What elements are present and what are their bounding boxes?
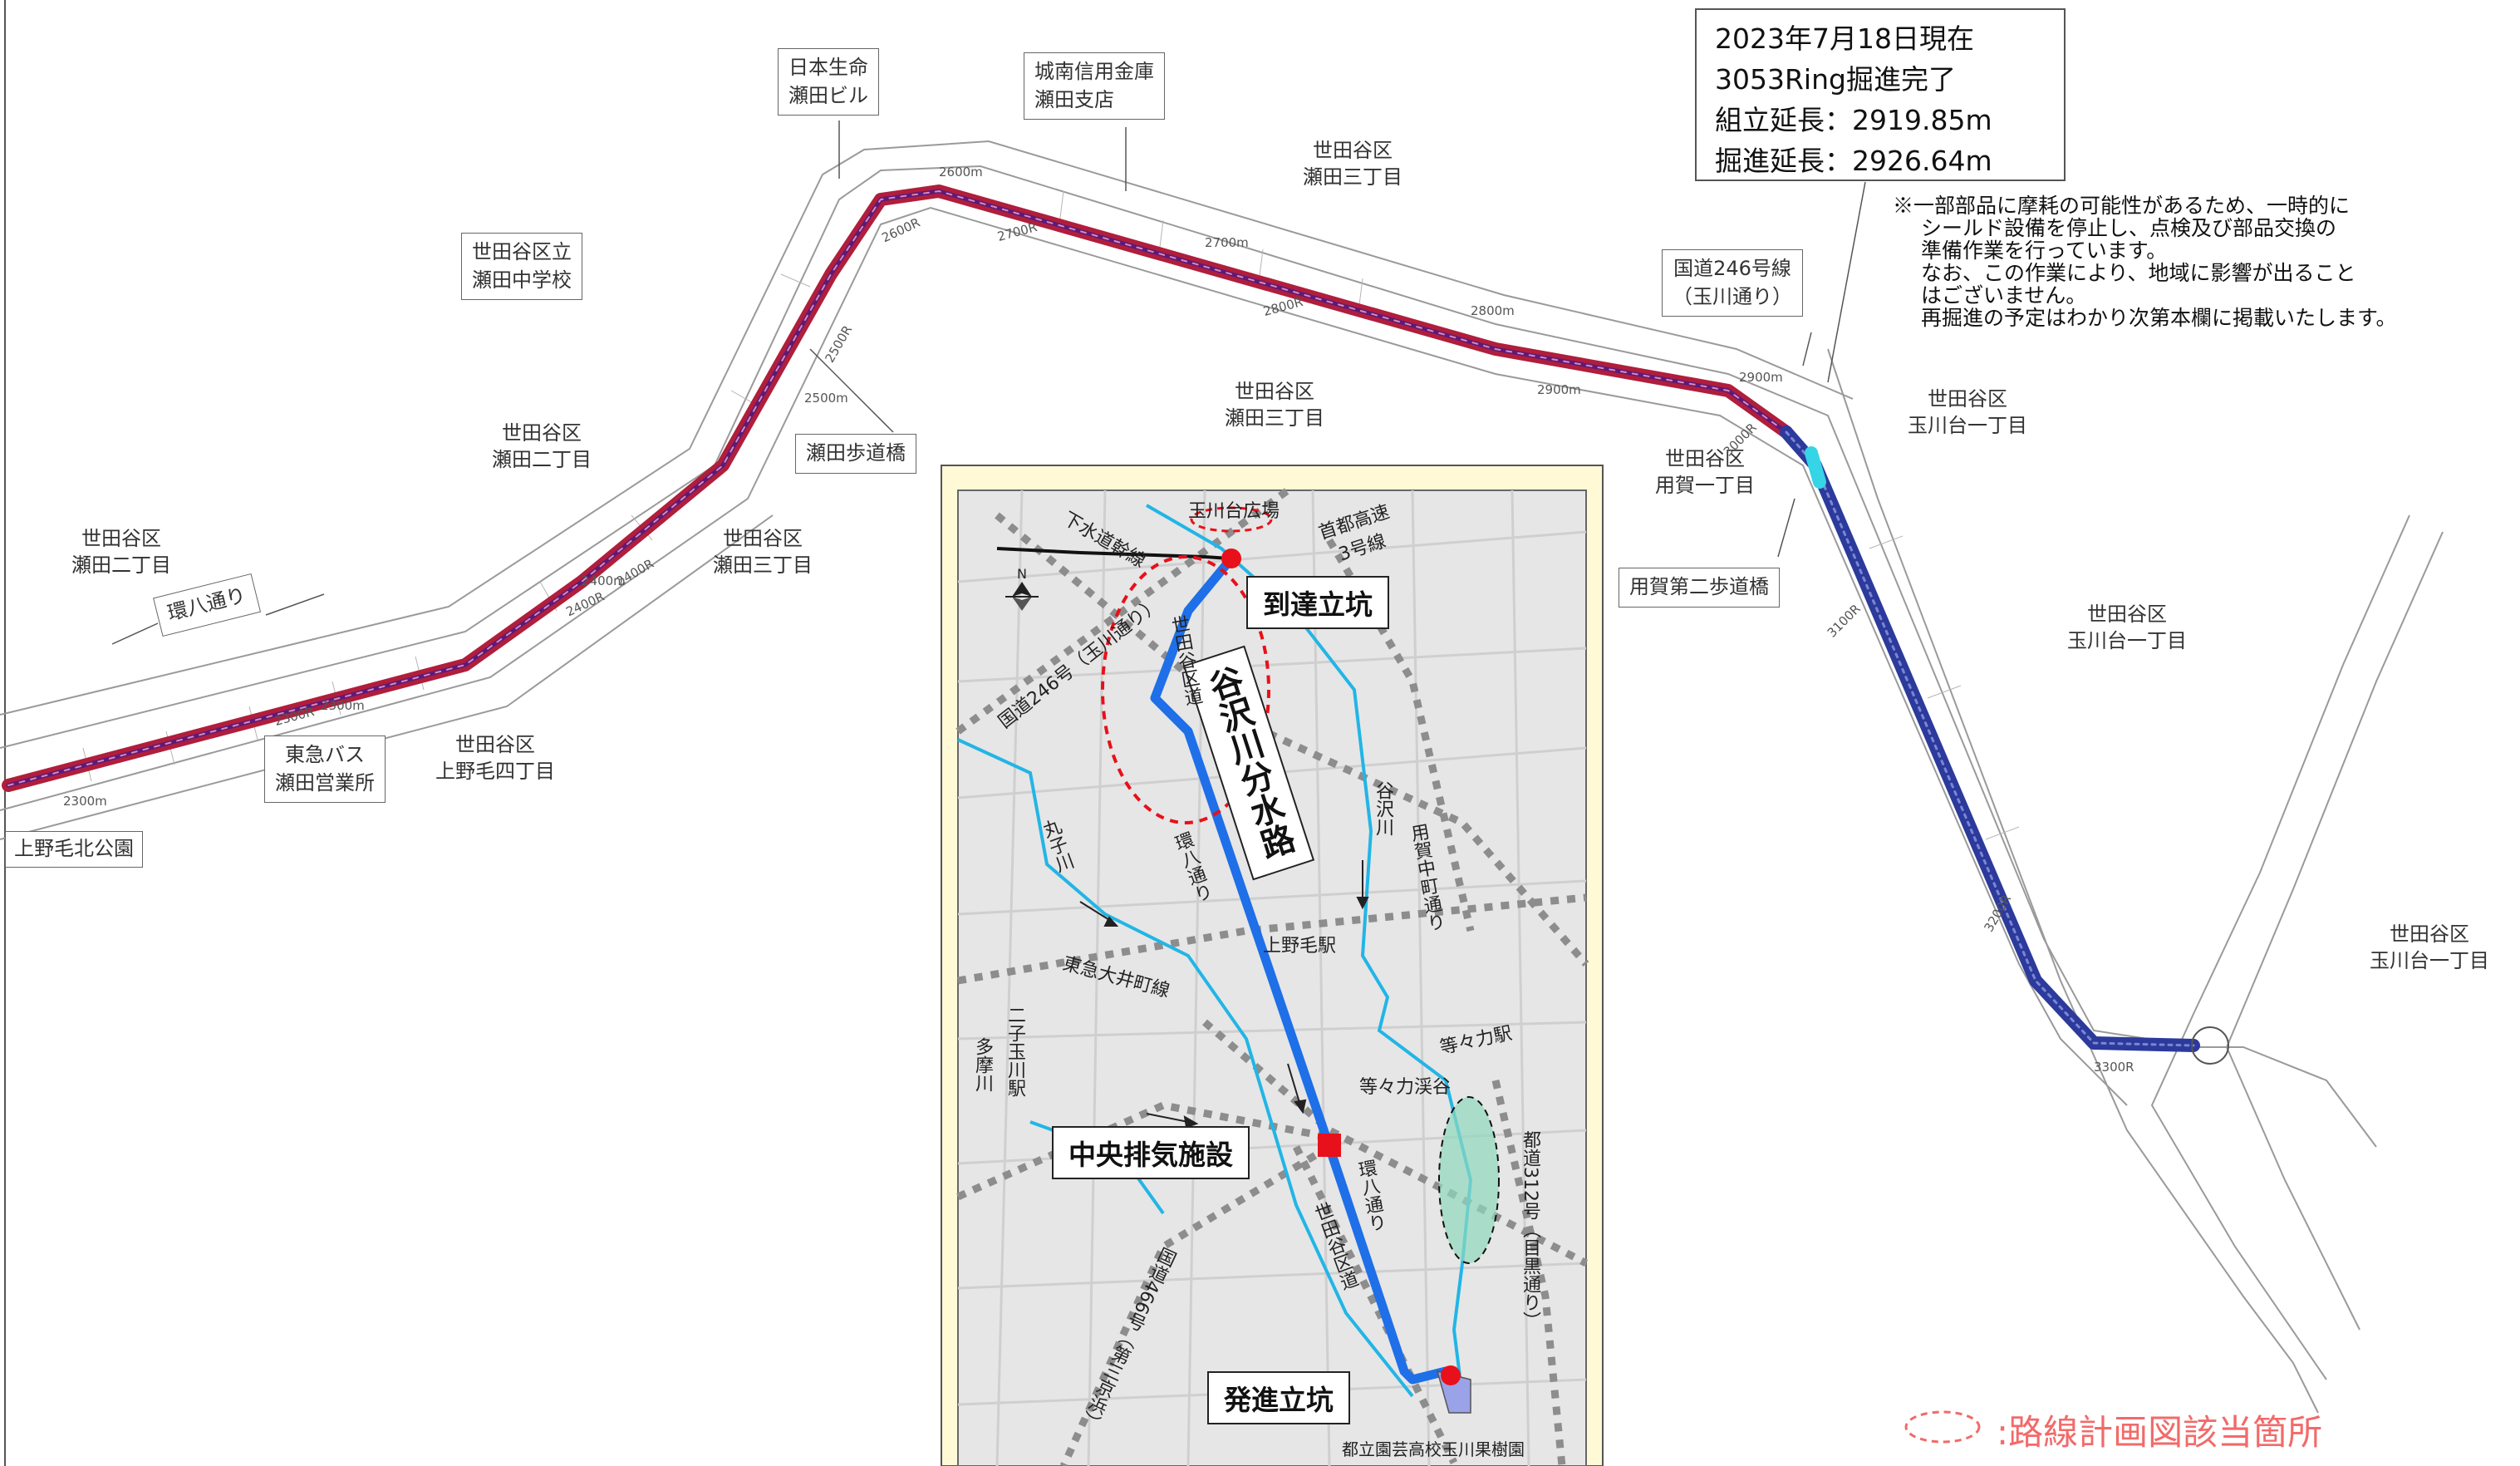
inset-map: N [941,465,1604,1466]
tama-river-label: 多摩川 [972,1037,993,1092]
ring-mark: 2700m [1205,235,1249,250]
status-date: 2023年7月18日現在 [1715,22,1974,55]
landmark-nihon-seimei: 日本生命瀬田ビル [778,48,879,116]
legend-dashed-ellipse-icon [1907,1414,1983,1447]
assembled-length: 組立延長：2919.85m [1715,104,1992,136]
plaza-label: 玉川台広場 [1188,501,1280,522]
ring-mark: 2900m [1537,382,1581,397]
area-tamagawadai1: 世田谷区玉川台一丁目 [2370,922,2489,973]
area-seta3: 世田谷区瀬田三丁目 [713,527,813,578]
tunnel-alignment [2,184,2200,1052]
departure-shaft-label: 発進立坑 [1207,1371,1350,1424]
area-tamagawadai1: 世田谷区玉川台一丁目 [1908,387,2027,438]
area-seta2: 世田谷区瀬田二丁目 [492,421,592,472]
todoroki-valley-label: 等々力渓谷 [1359,1077,1452,1098]
ring-mark: 2800m [1471,303,1515,318]
ring-mark: 2300m [63,794,107,809]
toudo312-label: 都道312号（目黒通り） [1520,1130,1540,1330]
ring-mark: 2600m [939,165,983,180]
ring-mark: 2900m [1739,370,1783,385]
compass-icon: N [1005,566,1039,611]
ring-mark: 2400m [582,573,626,588]
road-label-route246: 国道246号線（玉川通り） [1662,249,1803,317]
road-lines [0,140,2444,1414]
maintenance-notice: ※一部部品に摩耗の可能性があるため、一時的に シールド設備を停止し、点検及び部品… [1893,194,2397,330]
kaminoge-station-label: 上野毛駅 [1263,936,1337,957]
area-yoga1: 世田谷区用賀一丁目 [1655,447,1755,498]
landmark-jonan-shinkin: 城南信用金庫瀬田支店 [1024,52,1165,121]
landmark-seta-jhs: 世田谷区立瀬田中学校 [461,233,582,301]
legend: :路線計画図該当箇所 [1907,1405,2322,1455]
futako-station-label: 二子玉川駅 [1005,1006,1025,1097]
orchard-label: 都立園芸高校玉川果樹園 [1342,1439,1525,1459]
ring-mark: 2300m [321,698,365,713]
progress-status-box: 2023年7月18日現在 3053Ring掘進完了 組立延長：2919.85m … [1695,8,2066,181]
arrival-shaft-label: 到達立坑 [1246,576,1389,629]
legend-text: :路線計画図該当箇所 [1997,1412,2323,1453]
svg-text:N: N [1017,566,1027,582]
yazawa-river-label: 谷沢川 [1373,781,1393,836]
area-seta3: 世田谷区瀬田三丁目 [1303,139,1402,189]
ring-mark: 3300R [2094,1060,2134,1075]
landmark-kaminoge-park: 上野毛北公園 [5,831,143,868]
landmark-seta-footbridge: 瀬田歩道橋 [795,434,916,474]
status-rings: 3053Ring掘進完了 [1715,63,1956,96]
area-seta2: 世田谷区瀬田二丁目 [71,527,171,578]
ring-mark: 2500m [804,391,848,406]
area-tamagawadai1: 世田谷区玉川台一丁目 [2067,603,2187,653]
area-seta3: 世田谷区瀬田三丁目 [1225,380,1324,430]
exhaust-facility-label: 中央排気施設 [1052,1126,1250,1179]
landmark-tokyu-bus: 東急バス瀬田営業所 [264,735,386,804]
area-kaminoge4: 世田谷区上野毛四丁目 [435,733,555,784]
excavated-length: 掘進延長：2926.64m [1715,145,1992,177]
landmark-yoga-footbridge: 用賀第二歩道橋 [1619,568,1780,608]
